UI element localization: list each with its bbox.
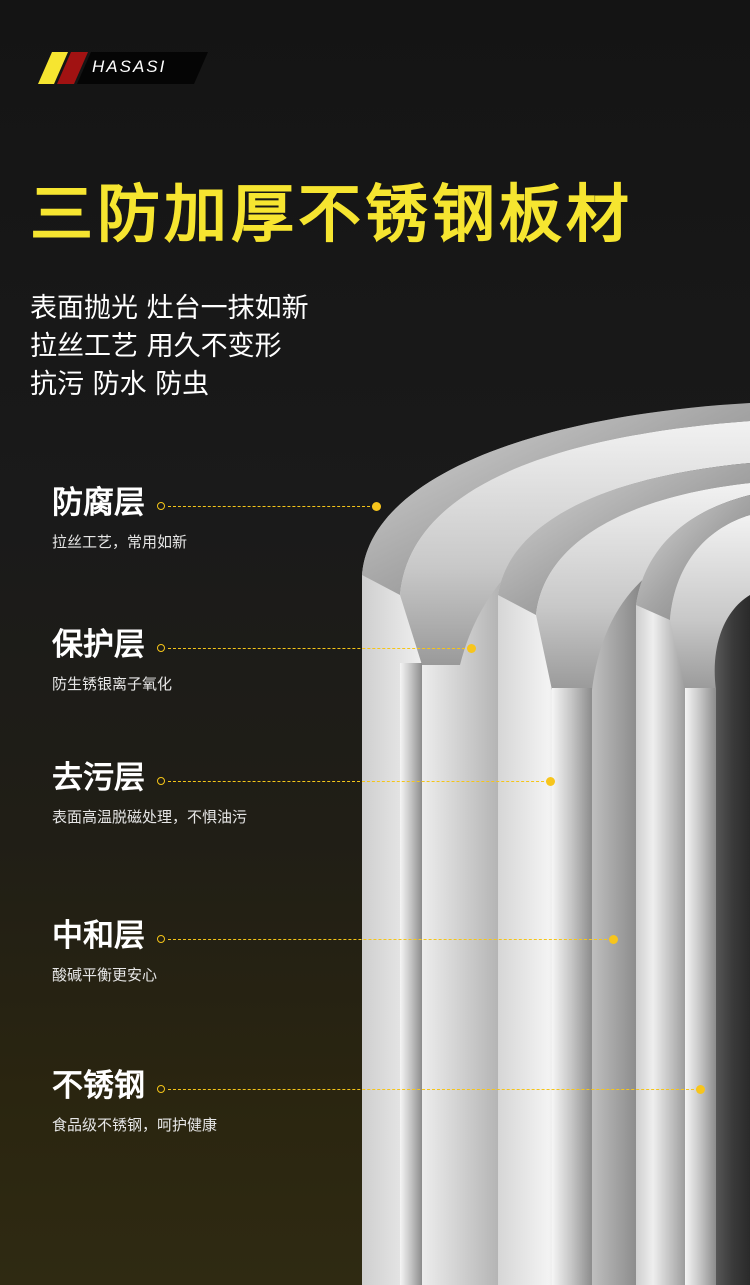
connector-line	[157, 644, 476, 654]
layer-title: 中和层	[52, 918, 145, 954]
connector-ring-icon	[157, 1085, 165, 1093]
page-title: 三防加厚不锈钢板材	[30, 178, 633, 251]
connector-line	[157, 502, 381, 512]
intro-line: 抗污 防水 防虫	[30, 369, 210, 400]
brand-logo: HASASI	[38, 52, 208, 84]
layer-description: 酸碱平衡更安心	[52, 966, 158, 984]
connector-dot-icon	[372, 502, 381, 511]
layer-description: 食品级不锈钢，呵护健康	[52, 1116, 218, 1134]
layer-item-decontamination: 去污层 表面高温脱磁处理，不惧油污	[52, 760, 247, 827]
intro-text: 表面抛光 灶台一抹如新 拉丝工艺 用久不变形 抗污 防水 防虫	[30, 290, 309, 404]
intro-line: 表面抛光 灶台一抹如新	[30, 293, 309, 324]
connector-ring-icon	[157, 502, 165, 510]
connector-dot-icon	[609, 935, 618, 944]
connector-line	[157, 935, 618, 945]
layer-description: 防生锈银离子氧化	[52, 675, 173, 693]
layer-item-neutralization: 中和层 酸碱平衡更安心	[52, 918, 157, 985]
brand-stripes-icon	[38, 52, 208, 84]
connector-line	[157, 777, 555, 787]
connector-dot-icon	[696, 1085, 705, 1094]
connector-ring-icon	[157, 777, 165, 785]
connector-ring-icon	[157, 644, 165, 652]
connector-dot-icon	[467, 644, 476, 653]
connector-ring-icon	[157, 935, 165, 943]
layer-title: 去污层	[52, 760, 145, 796]
steel-layers-illustration	[362, 403, 750, 1285]
layer-item-protection: 保护层 防生锈银离子氧化	[52, 627, 172, 694]
layer-description: 表面高温脱磁处理，不惧油污	[52, 808, 248, 826]
layer-title: 保护层	[52, 627, 145, 663]
layer-title: 不锈钢	[52, 1068, 145, 1104]
layer-item-stainless-steel: 不锈钢 食品级不锈钢，呵护健康	[52, 1068, 217, 1135]
layer-description: 拉丝工艺，常用如新	[52, 533, 188, 551]
brand-name: HASASI	[92, 57, 167, 76]
connector-dot-icon	[546, 777, 555, 786]
connector-line	[157, 1085, 705, 1095]
layer-title: 防腐层	[52, 485, 145, 521]
layer-item-anticorrosion: 防腐层 拉丝工艺，常用如新	[52, 485, 187, 552]
intro-line: 拉丝工艺 用久不变形	[30, 331, 282, 362]
